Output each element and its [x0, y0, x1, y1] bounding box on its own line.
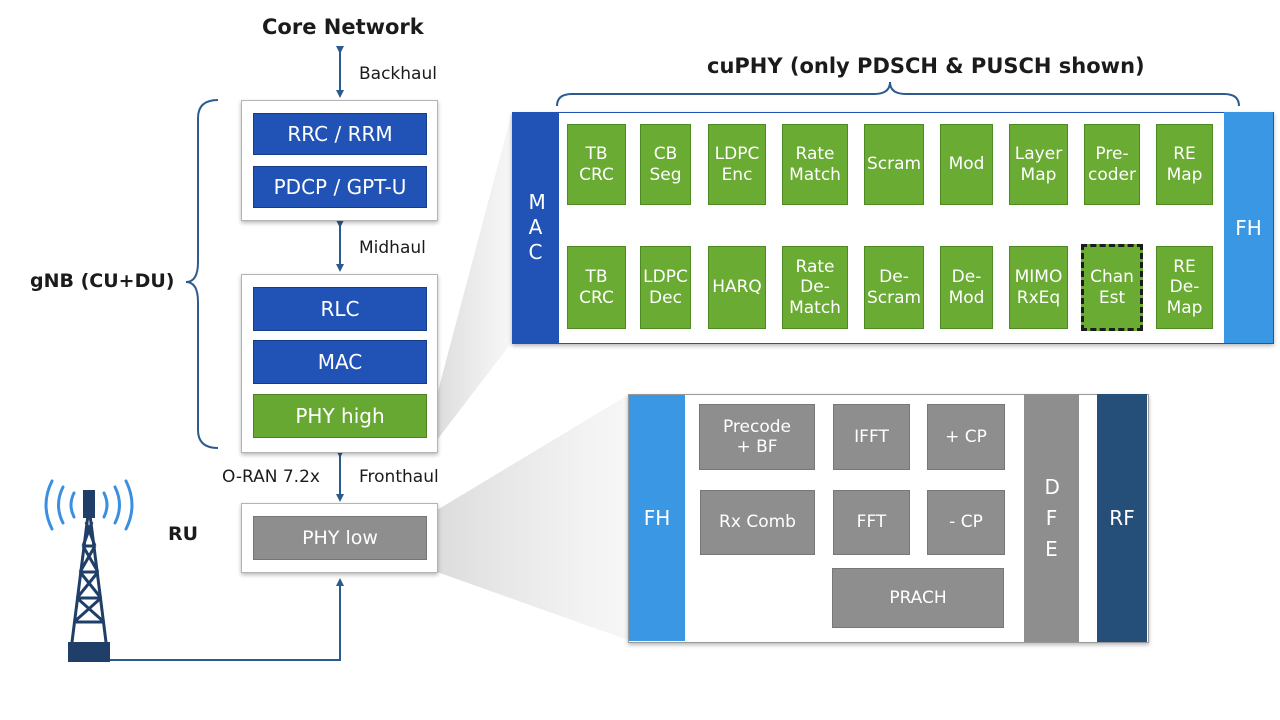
cuphy-title: cuPHY (only PDSCH & PUSCH shown)	[707, 54, 1145, 78]
tx-add-cp: + CP	[927, 404, 1005, 470]
cuphy-fh-bar: FH	[1224, 112, 1273, 343]
mac-block: MAC	[253, 340, 427, 384]
phy-high-block: PHY high	[253, 394, 427, 438]
ul-chan-est: Chan Est	[1081, 244, 1143, 331]
oran-label: O-RAN 7.2x	[222, 467, 320, 487]
rf-label: RF	[1109, 506, 1135, 530]
ul-ldpc-dec: LDPC Dec	[640, 246, 691, 329]
ul-mimo-rxeq: MIMO RxEq	[1009, 246, 1068, 329]
cuphy-fh-label: FH	[1235, 215, 1262, 240]
prach-block: PRACH	[832, 568, 1004, 628]
dl-tb-crc: TB CRC	[567, 124, 626, 205]
dfe-label: DFE	[1044, 474, 1060, 561]
dl-re-map: RE Map	[1156, 124, 1213, 205]
gnb-brace	[185, 99, 219, 449]
backhaul-label: Backhaul	[359, 64, 437, 84]
ul-rate-dematch: Rate De- Match	[782, 246, 848, 329]
rrc-rrm-block: RRC / RRM	[253, 113, 427, 155]
fronthaul-label: Fronthaul	[359, 467, 439, 487]
rx-remove-cp: - CP	[927, 490, 1005, 555]
dl-cb-seg: CB Seg	[640, 124, 691, 205]
ul-re-demap: RE De- Map	[1156, 246, 1213, 329]
ul-harq: HARQ	[708, 246, 766, 329]
ul-demod: De- Mod	[940, 246, 993, 329]
rf-bar: RF	[1097, 394, 1147, 642]
ul-tb-crc: TB CRC	[567, 246, 626, 329]
tx-ifft: IFFT	[833, 404, 910, 470]
pdcp-gtpu-block: PDCP / GPT-U	[253, 166, 427, 208]
gnb-label: gNB (CU+DU)	[30, 270, 175, 292]
midhaul-label: Midhaul	[359, 238, 426, 258]
dl-precoder: Pre- coder	[1084, 124, 1140, 205]
ru-label: RU	[168, 523, 199, 545]
cuphy-mac-label: MAC	[528, 190, 546, 264]
signal-waves-icon	[44, 479, 134, 531]
dfe-bar: DFE	[1024, 394, 1079, 642]
rlc-block: RLC	[253, 287, 427, 331]
dl-rate-match: Rate Match	[782, 124, 848, 205]
zoom-wedge-phy-low	[437, 395, 628, 640]
phy-low-block: PHY low	[253, 516, 427, 560]
phylow-fh-label: FH	[643, 506, 671, 530]
zoom-wedge-phy-high	[437, 112, 512, 440]
phylow-fh-bar: FH	[629, 395, 685, 641]
ul-descram: De- Scram	[864, 246, 924, 329]
tower-antenna	[83, 490, 95, 518]
cuphy-brace	[556, 81, 1240, 107]
dl-ldpc-enc: LDPC Enc	[708, 124, 766, 205]
tx-precode-bf: Precode + BF	[699, 404, 815, 470]
tower-to-ru-line	[110, 578, 344, 661]
cuphy-mac-bar: MAC	[512, 112, 559, 343]
rx-fft: FFT	[833, 490, 910, 555]
cell-tower-icon	[70, 514, 108, 643]
dl-layer-map: Layer Map	[1009, 124, 1068, 205]
core-network-title: Core Network	[262, 15, 424, 39]
rx-comb: Rx Comb	[700, 490, 815, 555]
dl-scram: Scram	[864, 124, 924, 205]
dl-mod: Mod	[940, 124, 993, 205]
tower-base	[68, 642, 110, 662]
